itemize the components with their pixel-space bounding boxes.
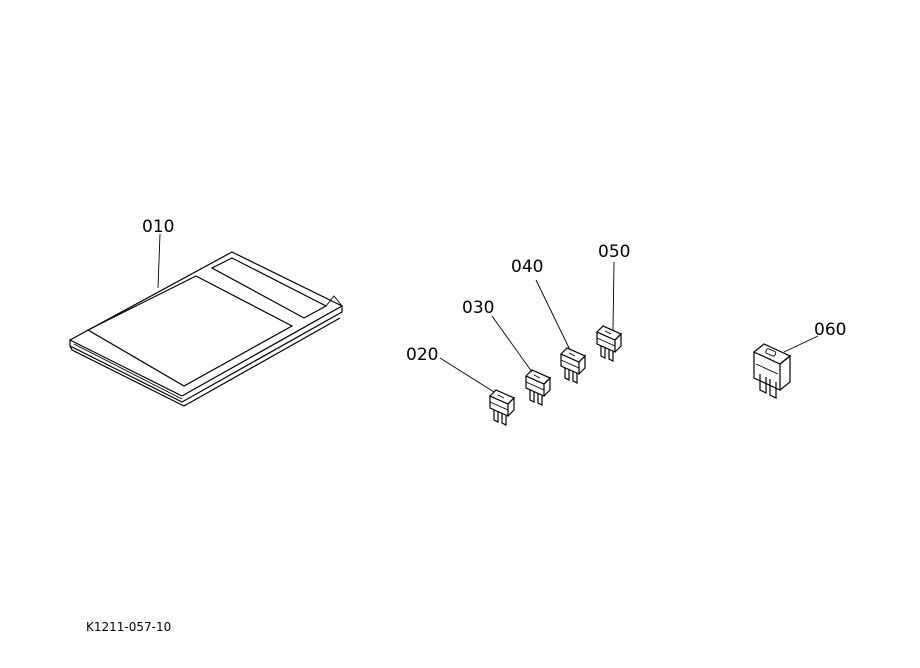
callout-050: 050 xyxy=(598,242,630,262)
part-030-fuse[interactable] xyxy=(525,369,551,406)
leader-030 xyxy=(491,315,533,373)
leader-040 xyxy=(535,279,571,351)
part-040-fuse[interactable] xyxy=(560,347,586,384)
callout-010: 010 xyxy=(142,217,174,237)
leader-060 xyxy=(783,335,819,353)
callout-060: 060 xyxy=(814,320,846,340)
drawing-code: K1211-057-10 xyxy=(86,620,171,634)
leader-050 xyxy=(612,261,615,331)
part-050-fuse[interactable] xyxy=(596,325,622,362)
callout-030: 030 xyxy=(462,298,494,318)
part-020-fuse[interactable] xyxy=(489,389,515,426)
part-010-manual[interactable] xyxy=(68,233,344,407)
callout-040: 040 xyxy=(511,257,543,277)
leader-020 xyxy=(439,357,495,393)
part-060-fuse[interactable] xyxy=(752,343,792,399)
callout-020: 020 xyxy=(406,345,438,365)
